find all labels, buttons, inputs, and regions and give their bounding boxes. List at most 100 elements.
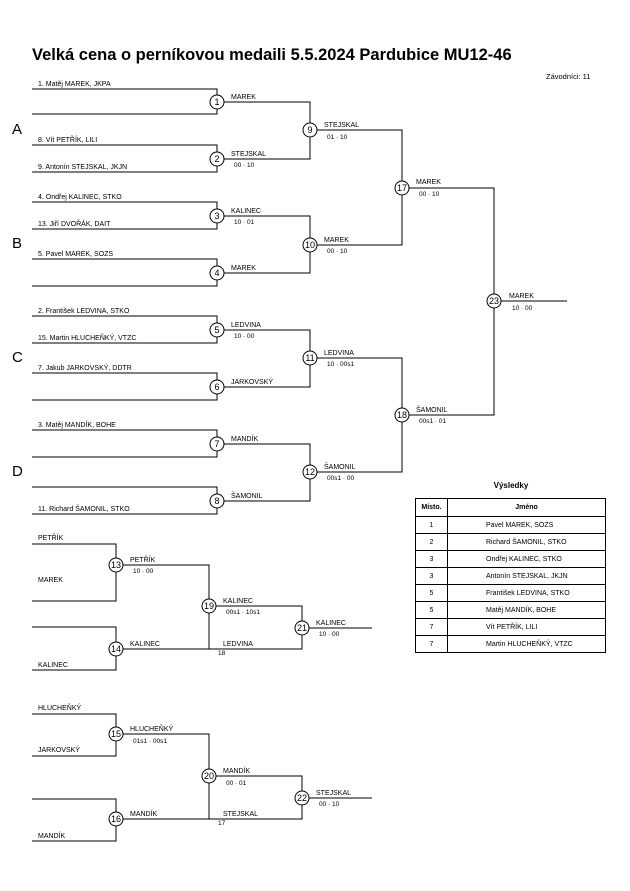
match-winner: KALINEC <box>316 620 346 627</box>
match-4: MAREK <box>231 265 256 272</box>
match-score: 10 · 00 <box>234 333 255 340</box>
entrant-9: 9. Antonín STEJSKAL, JKJN <box>38 164 127 171</box>
match-number: 17 <box>397 183 407 193</box>
match-winner: MAREK <box>416 179 441 186</box>
match-18: ŠAMONIL 00s1 · 01 <box>416 405 448 425</box>
match-14: KALINEC <box>130 641 160 648</box>
match-score: 10 · 00 <box>319 631 340 638</box>
match-winner: MANDÍK <box>130 809 158 818</box>
place-cell: 3 <box>415 567 448 585</box>
match-number: 8 <box>214 496 219 506</box>
match-17: MAREK 00 · 10 <box>416 179 441 198</box>
match-20: MANDÍK 00 · 01 STEJSKAL 17 <box>218 766 258 827</box>
match-winner: LEDVINA <box>231 322 261 329</box>
rep-entrant-marek: MAREK <box>38 577 63 584</box>
match-number: 20 <box>204 771 214 781</box>
match-score: 10 · 00 <box>133 568 154 575</box>
match-winner: MAREK <box>231 94 256 101</box>
match-number: 2 <box>214 154 219 164</box>
match-score: 00s1 · 01 <box>419 418 446 425</box>
match-winner: LEDVINA <box>324 350 354 357</box>
match-winner: ŠAMONIL <box>231 491 263 500</box>
match-13: PETŘÍK 10 · 00 <box>130 555 156 575</box>
match-8: ŠAMONIL <box>231 491 263 500</box>
match-winner: JARKOVSKÝ <box>231 377 273 386</box>
entrant-7: 7. Jakub JARKOVSKÝ, DDTR <box>38 363 132 372</box>
match-number: 11 <box>305 353 314 363</box>
name-cell: Pavel MAREK, SOZS <box>447 516 606 534</box>
match-winner: STEJSKAL <box>316 790 351 797</box>
match-second: LEDVINA <box>223 641 253 648</box>
match-number: 6 <box>214 382 219 392</box>
match-score: 00 · 10 <box>319 801 340 808</box>
match-23: MAREK 10 · 00 <box>509 293 534 312</box>
entrant-5: 5. Pavel MAREK, SOZS <box>38 251 113 258</box>
match-6: JARKOVSKÝ <box>231 377 273 386</box>
match-winner: HLUCHEŇKÝ <box>130 724 174 733</box>
group-label-d: D <box>12 463 23 480</box>
match-number: 14 <box>111 644 121 654</box>
match-winner: ŠAMONIL <box>416 405 448 414</box>
entrant-3: 3. Matěj MANDÍK, BOHE <box>38 420 116 429</box>
match-score: 10 · 00s1 <box>327 361 354 368</box>
match-winner: MANDÍK <box>231 434 259 443</box>
match-19: KALINEC 00s1 · 10s1 LEDVINA 18 <box>218 598 260 657</box>
match-score: 01 · 10 <box>327 134 348 141</box>
match-3: KALINEC 10 · 01 <box>231 208 261 226</box>
name-cell: Matěj MANDÍK, BOHE <box>447 601 606 619</box>
match-winner: ŠAMONIL <box>324 462 356 471</box>
match-winner: MANDÍK <box>223 766 251 775</box>
match-number: 18 <box>397 410 407 420</box>
match-score: 00 · 01 <box>226 780 247 787</box>
match-15: HLUCHEŇKÝ 01s1 · 00s1 <box>130 724 174 745</box>
match-number: 12 <box>305 467 315 477</box>
match-11: LEDVINA 10 · 00s1 <box>324 350 354 368</box>
group-label-a: A <box>12 121 22 138</box>
competitors-count: Závodníci: 11 <box>546 72 591 81</box>
name-cell: Martin HLUCHEŇKÝ, VTZC <box>447 635 606 653</box>
match-note: 18 <box>218 650 226 657</box>
place-cell: 7 <box>415 635 448 653</box>
match-score: 00 · 10 <box>419 191 440 198</box>
match-note: 17 <box>218 820 226 827</box>
entrant-11: 11. Richard ŠAMONIL, STKO <box>38 504 130 513</box>
match-number: 15 <box>111 729 121 739</box>
match-score: 00s1 · 10s1 <box>226 609 260 616</box>
match-number: 1 <box>214 97 219 107</box>
rep-entrant-mandik: MANDÍK <box>38 831 66 840</box>
match-number: 3 <box>214 211 219 221</box>
place-cell: 5 <box>415 584 448 602</box>
match-16: MANDÍK <box>130 809 158 818</box>
match-winner: STEJSKAL <box>324 122 359 129</box>
page-title: Velká cena o perníkovou medaili 5.5.2024… <box>32 46 512 64</box>
match-winner: MAREK <box>509 293 534 300</box>
rep-entrant-kalinec: KALINEC <box>38 662 68 669</box>
group-label-b: B <box>12 235 22 252</box>
group-label-c: C <box>12 349 23 366</box>
match-number: 4 <box>214 268 219 278</box>
match-score: 01s1 · 00s1 <box>133 738 167 745</box>
place-cell: 7 <box>415 618 448 636</box>
match-score: 10 · 00 <box>512 305 533 312</box>
match-winner: MAREK <box>231 265 256 272</box>
match-number: 10 <box>305 240 315 250</box>
match-second: STEJSKAL <box>223 811 258 818</box>
match-2: STEJSKAL 00 · 10 <box>231 151 266 169</box>
rep-entrant-petrik: PETŘÍK <box>38 533 64 542</box>
match-5: LEDVINA 10 · 00 <box>231 322 261 340</box>
entrant-1: 1. Matěj MAREK, JKPA <box>38 81 111 88</box>
match-number: 22 <box>297 793 307 803</box>
match-score: 00s1 · 00 <box>327 475 354 482</box>
name-cell: Richard ŠAMONIL, STKO <box>447 533 606 551</box>
match-number: 13 <box>111 560 121 570</box>
match-winner: STEJSKAL <box>231 151 266 158</box>
match-number: 7 <box>214 439 219 449</box>
rep-entrant-jarkovsky: JARKOVSKÝ <box>38 745 80 754</box>
match-score: 00 · 10 <box>234 162 255 169</box>
